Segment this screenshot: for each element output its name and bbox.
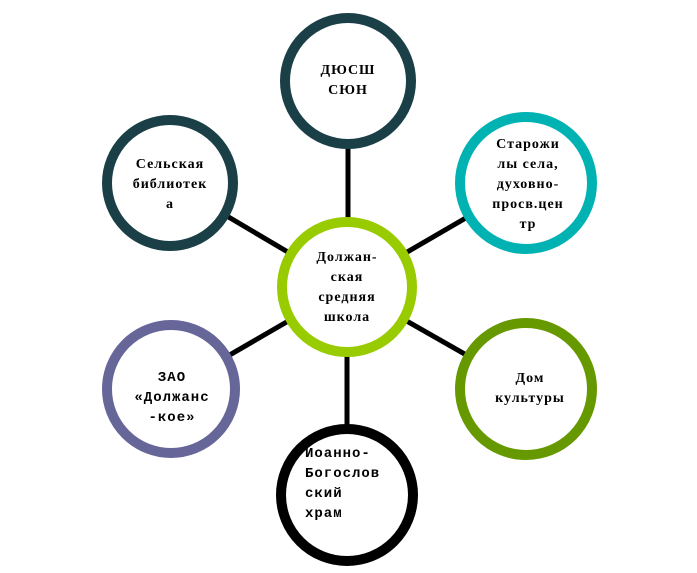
node-line: «Должанс (134, 390, 210, 406)
node-line: тр (519, 217, 537, 232)
node-circle-dyussh (280, 13, 416, 149)
node-line: СЮН (328, 83, 368, 98)
node-circle-culture (455, 318, 597, 460)
node-line: ЗАО (157, 370, 187, 386)
node-label-oldtimers: Старожи лы села, духовно- просв.цен тр (473, 135, 583, 235)
center-line: Должан- (316, 250, 378, 265)
node-line: Старожи (496, 137, 560, 152)
center-line: школа (323, 310, 371, 325)
node-circle-library (102, 115, 238, 251)
node-label-culture: Дом культуры (475, 369, 585, 409)
node-line: -кое» (148, 410, 196, 426)
node-label-dyussh: ДЮСШ СЮН (293, 61, 403, 101)
center-line: средняя (318, 290, 376, 305)
node-line: ДЮСШ (320, 63, 376, 78)
node-line: библиотек (132, 177, 208, 192)
center-circle (277, 217, 417, 357)
center-label: Должан- ская средняя школа (292, 248, 402, 328)
node-circle-church (276, 424, 418, 566)
node-label-church: Иоанно- Богослов ский храм (305, 444, 389, 524)
node-circle-zao (102, 320, 240, 458)
node-line: Богослов (305, 466, 381, 482)
node-circle-oldtimers (455, 112, 597, 254)
node-line: а (166, 197, 174, 212)
node-line: культуры (495, 391, 565, 406)
node-line: лы села, (497, 157, 559, 172)
node-line: просв.цен (492, 197, 564, 212)
node-line: Иоанно- (305, 446, 371, 462)
node-line: Сельская (135, 157, 205, 172)
node-line: Дом (515, 371, 545, 386)
center-line: ская (330, 270, 364, 285)
node-label-zao: ЗАО «Должанс -кое» (117, 368, 227, 428)
node-line: ский (305, 486, 343, 502)
node-line: духовно- (496, 177, 560, 192)
node-line: храм (305, 506, 343, 522)
node-label-library: Сельская библиотек а (115, 155, 225, 215)
